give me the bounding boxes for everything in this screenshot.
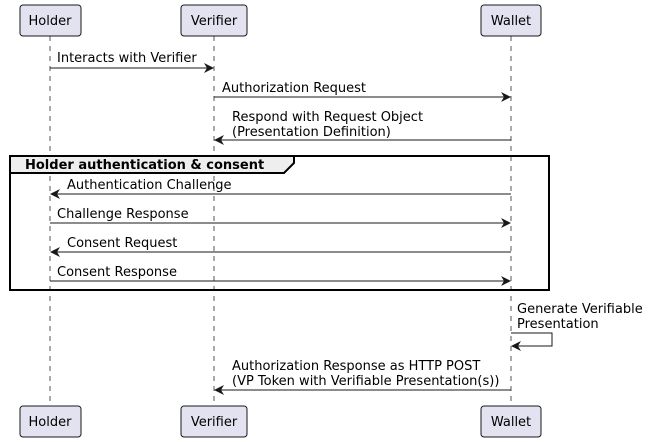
participant-holder-bottom: Holder [19, 405, 82, 438]
group-frame: Holder authentication & consent [9, 155, 550, 291]
group-title: Holder authentication & consent [25, 158, 264, 173]
message-label: Consent Response [57, 265, 177, 280]
message-label: (VP Token with Verifiable Presentation(s… [232, 374, 499, 389]
message-consent-response: Consent Response [50, 265, 511, 286]
message-interacts-with-verifier: Interacts with Verifier [50, 51, 214, 73]
message-authorization-request: Authorization Request [214, 81, 511, 102]
message-label: Generate Verifiable [517, 302, 643, 317]
message-generate-verifiable-presentation: Generate Verifiable Presentation [511, 302, 643, 351]
message-label: Respond with Request Object [232, 110, 423, 125]
message-label: Authorization Request [222, 81, 366, 96]
participant-holder-top: Holder [19, 4, 82, 37]
message-label: Authorization Response as HTTP POST [232, 359, 480, 374]
participant-label: Holder [29, 415, 73, 430]
participant-wallet-top: Wallet [480, 4, 542, 37]
self-arrow [511, 332, 553, 351]
message-label: Interacts with Verifier [57, 51, 197, 66]
message-respond-with-request-object: Respond with Request Object (Presentatio… [214, 110, 511, 145]
message-consent-request: Consent Request [50, 236, 511, 257]
participant-wallet-bottom: Wallet [480, 405, 542, 438]
participant-verifier-top: Verifier [180, 4, 248, 37]
message-authentication-challenge: Authentication Challenge [50, 178, 511, 199]
message-label: Presentation [517, 317, 599, 332]
participant-verifier-bottom: Verifier [180, 405, 248, 438]
message-challenge-response: Challenge Response [50, 207, 511, 228]
participant-label: Holder [29, 14, 73, 29]
message-label: Authentication Challenge [67, 178, 232, 193]
participant-label: Wallet [491, 415, 531, 430]
message-label: (Presentation Definition) [232, 125, 391, 140]
message-label: Consent Request [67, 236, 177, 251]
participant-label: Verifier [191, 415, 238, 430]
message-label: Challenge Response [57, 207, 189, 222]
participant-label: Wallet [491, 14, 531, 29]
message-authorization-response: Authorization Response as HTTP POST (VP … [214, 359, 511, 395]
participant-label: Verifier [191, 14, 238, 29]
